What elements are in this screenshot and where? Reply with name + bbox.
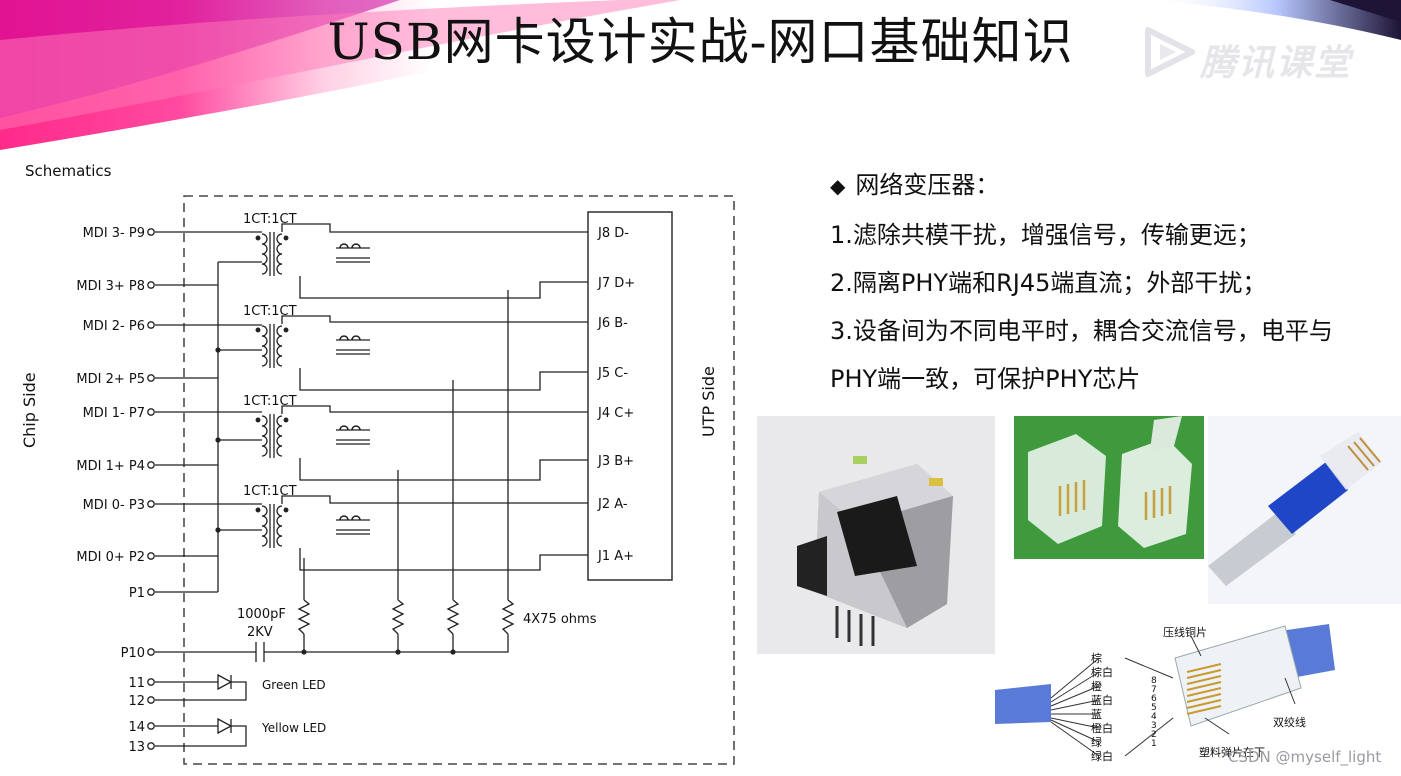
transformer-ratio-label: 1CT:1CT (243, 212, 297, 227)
right-pin-label: J2 A- (597, 497, 628, 512)
wire-number: 1 (1151, 739, 1157, 749)
right-pin-label: J3 B+ (597, 454, 634, 469)
led-circuits (155, 673, 247, 747)
wire-color-label: 棕 (1091, 652, 1102, 665)
left-pin-label: 14 (128, 720, 145, 735)
transformer-0 (255, 223, 588, 299)
left-pin-label: MDI 0+ P2 (76, 550, 145, 565)
left-pin-label: MDI 1+ P4 (76, 459, 145, 474)
transformer-ratio-label: 1CT:1CT (243, 304, 297, 319)
rj45-connector-box (587, 211, 673, 581)
utp-side-label: UTP Side (699, 366, 718, 437)
green-led-label: Green LED (262, 678, 326, 692)
wire-color-label: 蓝 (1091, 708, 1102, 721)
csdn-watermark: CSDN @myself_light (1228, 748, 1382, 766)
wire-color-label: 绿白 (1091, 750, 1113, 763)
capacitor-voltage: 2KV (247, 625, 273, 640)
termination-resistor (297, 599, 311, 635)
termination-resistor (391, 599, 405, 635)
pin-terminal (147, 588, 155, 596)
transformer-ratio-label: 1CT:1CT (243, 394, 297, 409)
left-pin-label: 11 (128, 676, 145, 691)
plastic-clip-label: 塑料弹片在下 (1199, 746, 1265, 759)
right-pin-label: J8 D- (597, 226, 629, 241)
wire-number: 6 (1151, 694, 1157, 704)
transformer-schematic: Schematics Chip Side UTP Side MDI 3- P9 M… (20, 162, 735, 765)
right-pin-label: J6 B- (597, 316, 628, 331)
network-cable-photo (1208, 416, 1401, 604)
right-pin-label: J5 C- (597, 366, 628, 381)
wire-number: 8 (1151, 676, 1157, 686)
slide-title: USB网卡设计实战-网口基础知识 (327, 13, 1074, 71)
wire-number: 2 (1151, 730, 1157, 740)
yellow-led-label: Yellow LED (261, 721, 326, 735)
notes-heading: ◆网络变压器： (830, 165, 1400, 205)
tencent-classroom-logo: 腾讯课堂 (1200, 43, 1353, 84)
termination-resistor (446, 599, 460, 635)
transformer-ratio-label: 1CT:1CT (243, 484, 297, 499)
rj45-jack-photo (757, 416, 995, 654)
left-pin-label: MDI 2+ P5 (76, 372, 145, 387)
wire-number: 3 (1151, 721, 1157, 731)
pin-terminal (147, 696, 155, 704)
note-3: 3.设备间为不同电平时，耦合交流信号，电平与 (830, 317, 1333, 345)
note-2: 2.隔离PHY端和RJ45端直流；外部干扰； (830, 269, 1267, 297)
play-triangle-icon (1145, 27, 1195, 77)
note-1: 1.滤除共模干扰，增强信号，传输更远； (830, 221, 1261, 249)
right-pin-label: J1 A+ (597, 549, 634, 564)
pin-terminal (147, 408, 155, 416)
pin-terminal (147, 742, 155, 750)
transformer-1 (255, 315, 588, 391)
schematic-heading: Schematics (25, 162, 112, 180)
twisted-pair-label: 双绞线 (1273, 716, 1306, 729)
left-pin-label: MDI 0- P3 (83, 498, 145, 513)
transformer-notes: ◆网络变压器： 1.滤除共模干扰，增强信号，传输更远； 2.隔离PHY端和RJ4… (830, 165, 1400, 403)
diamond-bullet-icon: ◆ (830, 174, 846, 198)
pin-terminal (147, 678, 155, 686)
copper-contact-label: 压线铜片 (1163, 626, 1207, 639)
left-pin-label: MDI 2- P6 (83, 319, 145, 334)
termination-network (155, 261, 509, 662)
left-pin-label: P10 (121, 646, 145, 661)
title-banner (0, 0, 1401, 150)
pin-terminal (147, 461, 155, 469)
left-pin-label: 12 (128, 694, 145, 709)
pin-terminal (147, 321, 155, 329)
note-3-cont: PHY端一致，可保护PHY芯片 (830, 365, 1141, 393)
pin-terminal (147, 228, 155, 236)
wire-color-label: 蓝白 (1091, 694, 1113, 707)
chip-side-label: Chip Side (20, 372, 39, 448)
left-pin-label: MDI 3- P9 (83, 226, 145, 241)
pin-terminal (147, 500, 155, 508)
transformer-3 (255, 495, 588, 571)
wire-color-label: 绿 (1091, 736, 1102, 749)
transformer-2 (255, 405, 588, 481)
wire-number: 7 (1151, 685, 1157, 695)
capacitor-value: 1000pF (237, 607, 286, 622)
pin-terminal (147, 552, 155, 560)
left-pin-label: MDI 1- P7 (83, 406, 145, 421)
rj-plugs-photo (1014, 416, 1204, 559)
left-pin-label: MDI 3+ P8 (76, 279, 145, 294)
wire-color-label: 橙白 (1091, 722, 1113, 735)
pin-terminal (147, 374, 155, 382)
termination-resistor (501, 599, 515, 635)
wire-color-label: 橙 (1091, 680, 1102, 693)
module-outline (183, 195, 735, 765)
wire-color-label: 棕白 (1091, 666, 1113, 679)
wire-number: 5 (1151, 703, 1157, 713)
right-pin-label: J4 C+ (597, 406, 634, 421)
wire-number: 4 (1151, 712, 1157, 722)
pin-terminal (147, 648, 155, 656)
left-pin-label: 13 (128, 740, 145, 755)
pin-terminal (147, 281, 155, 289)
pin-terminal (147, 722, 155, 730)
right-pin-label: J7 D+ (597, 276, 635, 291)
left-pin-label: P1 (129, 586, 145, 601)
resistor-label: 4X75 ohms (523, 612, 597, 627)
